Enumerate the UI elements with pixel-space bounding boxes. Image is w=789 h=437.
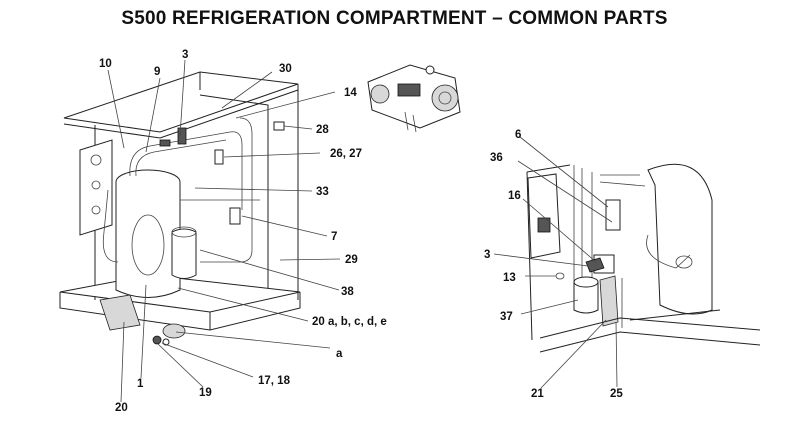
callout-10: 10 [99,58,112,70]
callout-13: 13 [503,272,516,284]
callout-38: 38 [341,286,354,298]
callout-6: 6 [515,129,521,141]
callout-26-27: 26, 27 [330,148,362,160]
callout-28: 28 [316,124,329,136]
diagram-title: S500 REFRIGERATION COMPARTMENT – COMMON … [121,8,668,29]
inset-part-14 [367,64,461,133]
callout-37: 37 [500,311,513,323]
callout-16: 16 [508,190,521,202]
left-callouts: 10 9 3 30 14 28 26, 27 33 7 29 38 20 a, … [99,49,387,414]
callout-3-right: 3 [484,249,490,261]
right-assembly-drawing [526,163,761,353]
callout-33: 33 [316,186,329,198]
callout-29: 29 [345,254,358,266]
callout-20: 20 [115,402,128,414]
callout-17-18: 17, 18 [258,375,291,387]
callout-25: 25 [610,388,623,400]
callout-9: 9 [154,66,160,78]
right-callouts: 6 36 16 3 13 37 21 25 [484,129,623,400]
callout-7: 7 [331,231,337,243]
callout-3: 3 [182,49,188,61]
left-assembly-drawing [59,71,301,346]
callout-21: 21 [531,388,544,400]
callout-20-a-e: 20 a, b, c, d, e [312,316,387,328]
leader-lines [107,59,618,403]
callout-30: 30 [279,63,292,75]
callout-36: 36 [490,152,503,164]
callout-14: 14 [344,87,357,99]
callout-19: 19 [199,387,212,399]
callout-a: a [336,348,343,360]
callout-1: 1 [137,378,144,390]
